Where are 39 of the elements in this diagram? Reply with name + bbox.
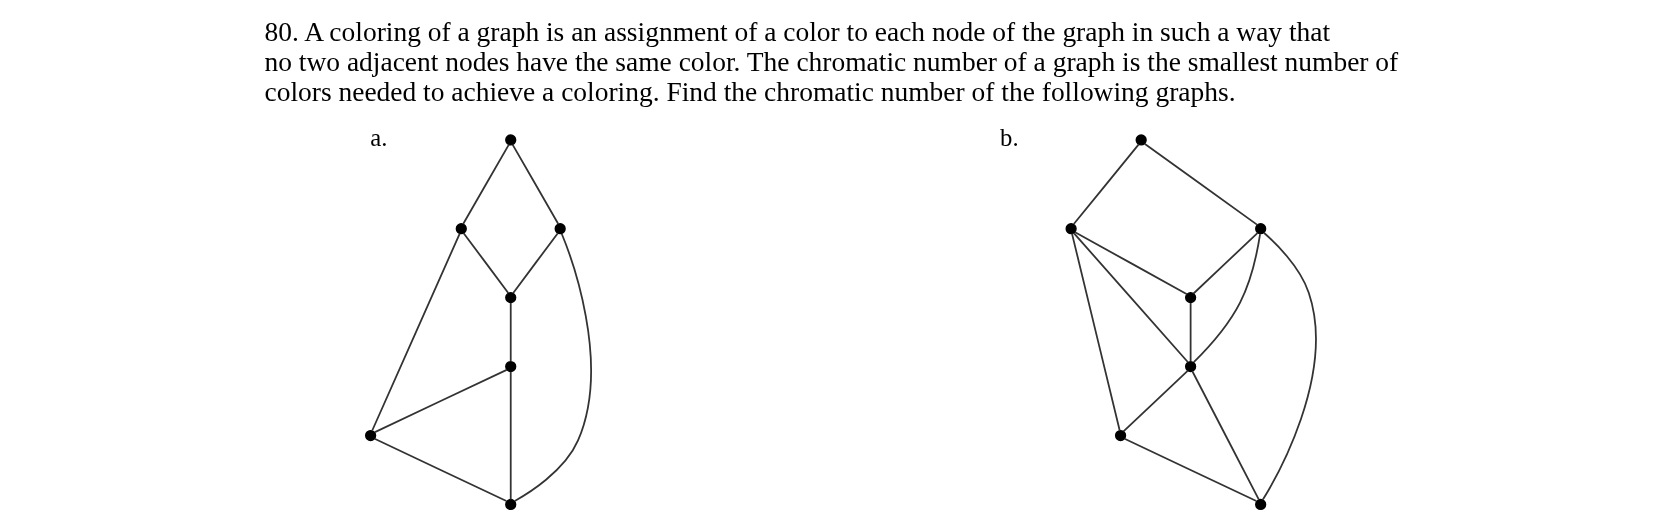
connector [511,143,560,225]
connector [513,232,592,502]
connector [1122,369,1189,433]
connector [373,437,508,502]
node-circle [1114,429,1127,442]
node-circle [505,292,517,304]
connector [1192,233,1261,363]
connector [462,232,510,294]
connector [1073,232,1189,363]
node-circle [554,223,566,235]
label: a. [370,123,388,151]
connector [1143,142,1258,226]
connector [371,232,461,432]
connector [512,232,559,294]
node-circle [1065,223,1077,235]
connector [1074,231,1188,296]
connector [1123,437,1258,502]
connector [1262,232,1317,501]
connector [1189,302,1192,363]
connector [1071,232,1121,432]
node-circle [1185,292,1197,304]
diagram-title: 80. A coloring of a graph is an assignment of a color to each node of the graph in such a way that no two adjacent nodes have the same color. The chromatic number of a graph is the smallest number of colors needed to achieve a coloring. Find the chromatic number of the following graphs. [264,17,1399,108]
connector [1072,143,1140,225]
node-circle [1185,360,1197,373]
node-circle [455,223,467,235]
node-circle [1135,134,1147,146]
connector [509,302,512,363]
label: b. [1000,123,1019,151]
node-circle [1255,498,1267,511]
node-circle [1255,223,1267,235]
connector [1192,232,1259,295]
node-circle [505,134,517,146]
connector [1191,370,1260,501]
node-circle [505,360,517,373]
connector [509,370,512,501]
node-circle [365,429,377,442]
connector [374,368,508,433]
connector [462,143,510,225]
node-circle [505,498,517,511]
